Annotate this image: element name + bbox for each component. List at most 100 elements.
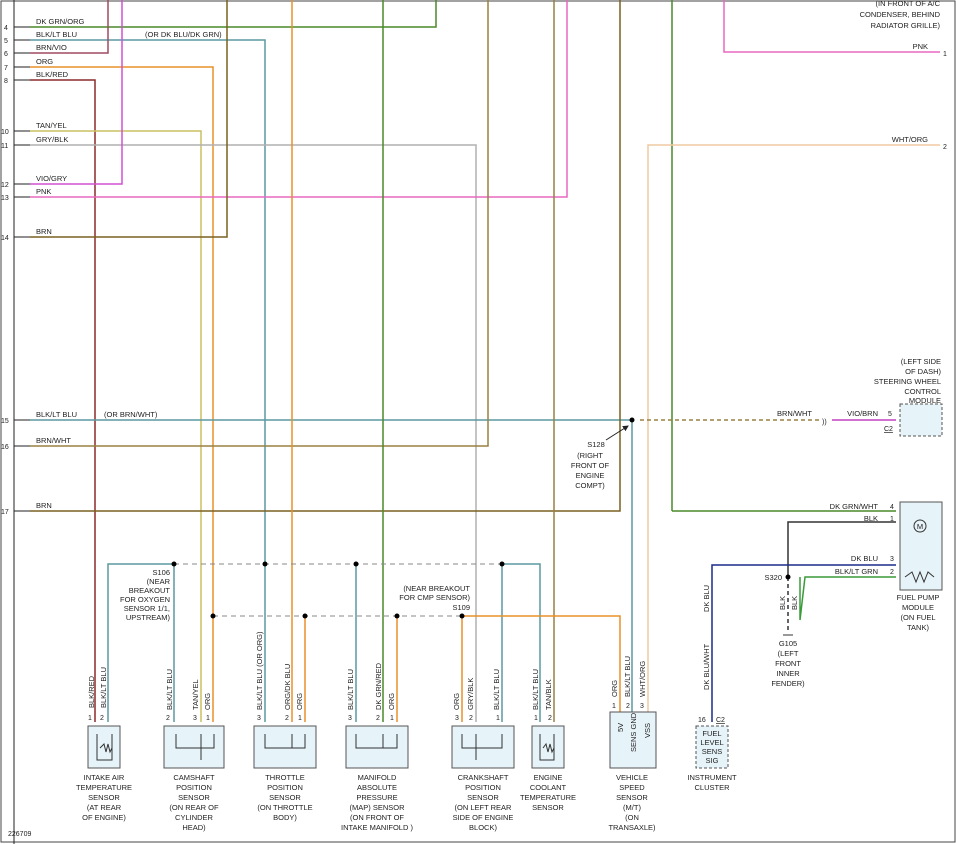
svg-text:UPSTREAM): UPSTREAM) — [126, 613, 171, 622]
wire-label: VIO/GRY — [36, 174, 67, 183]
svg-text:TAN/BLK: TAN/BLK — [544, 679, 553, 710]
svg-text:1: 1 — [534, 715, 538, 722]
sensor-iat: BLK/RED BLK/LT BLU 1 2 INTAKE AIR TEMPER… — [76, 667, 132, 822]
sensor-title: THROTTLE — [265, 773, 305, 782]
svg-text:WHT/ORG: WHT/ORG — [638, 661, 647, 697]
svg-text:CYLINDER: CYLINDER — [175, 813, 214, 822]
wire-tan-yel — [30, 130, 202, 722]
splice-s106-label: S106 — [152, 568, 170, 577]
left-pin-num: 5 — [4, 38, 8, 45]
fuel-pump-area: S320 DK GRN/WHT 4 BLK 1 DK BLU 3 BLK/LT … — [687, 501, 943, 792]
svg-text:SENSOR: SENSOR — [467, 793, 499, 802]
svg-text:POSITION: POSITION — [267, 783, 303, 792]
splice-s320-dot — [785, 574, 791, 580]
diagram-id: 226709 — [8, 831, 31, 838]
sensor-box — [531, 725, 565, 769]
sensor-box — [345, 725, 409, 769]
svg-text:1: 1 — [496, 715, 500, 722]
svg-text:BLK/LT BLU: BLK/LT BLU — [623, 656, 632, 697]
left-pin-num: 12 — [1, 182, 9, 189]
sensor-ect: BLK/LT BLU TAN/BLK 1 2 ENGINE COOLANT TE… — [520, 669, 576, 812]
svg-text:TAN/YEL: TAN/YEL — [191, 679, 200, 710]
svg-text:BLK/LT BLU: BLK/LT BLU — [531, 669, 540, 710]
resistor-icon — [904, 570, 935, 584]
svg-text:BLK/LT BLU (OR ORG): BLK/LT BLU (OR ORG) — [255, 631, 264, 710]
svg-text:ORG: ORG — [610, 680, 619, 697]
motor-icon — [913, 519, 927, 533]
wire-dk-grn-org — [30, 0, 437, 28]
sensor-vss: ORG BLK/LT BLU WHT/ORG 1 2 3 5V SENS GND… — [608, 656, 657, 832]
wire-label: DK GRN/ORG — [36, 17, 85, 26]
sensor-box — [163, 725, 225, 769]
svg-text:PRESSURE: PRESSURE — [356, 793, 397, 802]
pin-num: 1 — [943, 51, 947, 58]
svg-text:OF ENGINE): OF ENGINE) — [82, 813, 126, 822]
svg-text:(ON FRONT OF: (ON FRONT OF — [350, 813, 404, 822]
svg-text:DK GRN/RED: DK GRN/RED — [374, 662, 383, 710]
location-note: (IN FRONT OF A/C — [876, 0, 941, 8]
svg-text:3: 3 — [348, 715, 352, 722]
fuel-pump-box — [899, 501, 943, 591]
svg-text:2: 2 — [285, 715, 289, 722]
svg-text:ABSOLUTE: ABSOLUTE — [357, 783, 397, 792]
alt-color-note: (OR BRN/WHT) — [104, 410, 158, 419]
svg-text:2: 2 — [548, 715, 552, 722]
wire-vio-gry — [30, 0, 123, 185]
pin-num: 2 — [943, 144, 947, 151]
wire-label: BRN — [36, 501, 52, 510]
wire-blk-red — [30, 79, 96, 722]
wire-label: BRN/WHT — [36, 436, 71, 445]
ground-label: G105 — [779, 639, 797, 648]
svg-text:COMPT): COMPT) — [575, 481, 605, 490]
svg-text:TEMPERATURE: TEMPERATURE — [76, 783, 132, 792]
svg-text:(AT REAR: (AT REAR — [87, 803, 122, 812]
svg-text:SIG: SIG — [706, 756, 719, 765]
sensor-cmp: BLK/LT BLU TAN/YEL ORG 2 3 1 CAMSHAFT PO… — [163, 669, 225, 832]
svg-text:BLK/LT BLU: BLK/LT BLU — [492, 669, 501, 710]
sensor-map: BLK/LT BLU DK GRN/RED ORG 3 2 1 MANIFOLD… — [341, 662, 413, 832]
svg-text:ORG: ORG — [203, 693, 212, 710]
svg-text:SENSOR: SENSOR — [178, 793, 210, 802]
svg-text:DK GRN/WHT: DK GRN/WHT — [830, 502, 879, 511]
splice-s128-dot — [629, 417, 635, 423]
left-pin-num: 11 — [1, 143, 8, 150]
svg-text:2: 2 — [100, 715, 104, 722]
splice-s109-label: (NEAR BREAKOUT — [403, 584, 470, 593]
sensor-box — [87, 725, 121, 769]
wire-label: BLK/RED — [36, 70, 69, 79]
connector-label: C2 — [884, 426, 893, 433]
wire-label: TAN/YEL — [36, 121, 67, 130]
svg-text:1: 1 — [88, 715, 92, 722]
svg-text:1: 1 — [298, 715, 302, 722]
svg-text:SENSOR: SENSOR — [532, 803, 564, 812]
svg-text:TANK): TANK) — [907, 623, 929, 632]
svg-text:(LEFT: (LEFT — [778, 649, 799, 658]
sensor-box — [253, 725, 317, 769]
svg-text:16: 16 — [698, 717, 706, 724]
svg-text:VSS: VSS — [643, 723, 652, 738]
svg-text:MODULE: MODULE — [902, 603, 934, 612]
wire-org-7 — [30, 66, 214, 722]
wire-label: BRN — [36, 227, 52, 236]
svg-text:BLK/LT GRN: BLK/LT GRN — [835, 567, 878, 576]
svg-text:3: 3 — [193, 715, 197, 722]
sensor-box — [451, 725, 515, 769]
svg-text:COOLANT: COOLANT — [530, 783, 567, 792]
sensor-title: VEHICLE — [616, 773, 648, 782]
svg-text:(ON LEFT REAR: (ON LEFT REAR — [455, 803, 513, 812]
wire-label: BLK/LT BLU — [36, 410, 77, 419]
left-pin-num: 10 — [1, 129, 9, 136]
module-title: (LEFT SIDE — [901, 357, 941, 366]
left-pin-num: 4 — [4, 25, 8, 32]
svg-text:(ON FUEL: (ON FUEL — [900, 613, 935, 622]
svg-text:4: 4 — [890, 504, 894, 511]
svg-text:FRONT OF: FRONT OF — [571, 461, 610, 470]
svg-text:FENDER): FENDER) — [771, 679, 805, 688]
sensor-title: CAMSHAFT — [173, 773, 215, 782]
wire-label: PNK — [913, 42, 928, 51]
location-note: CONDENSER, BEHIND — [860, 10, 941, 19]
svg-text:(ON: (ON — [625, 813, 639, 822]
svg-text:S109: S109 — [452, 603, 470, 612]
svg-text:(MAP) SENSOR: (MAP) SENSOR — [349, 803, 405, 812]
